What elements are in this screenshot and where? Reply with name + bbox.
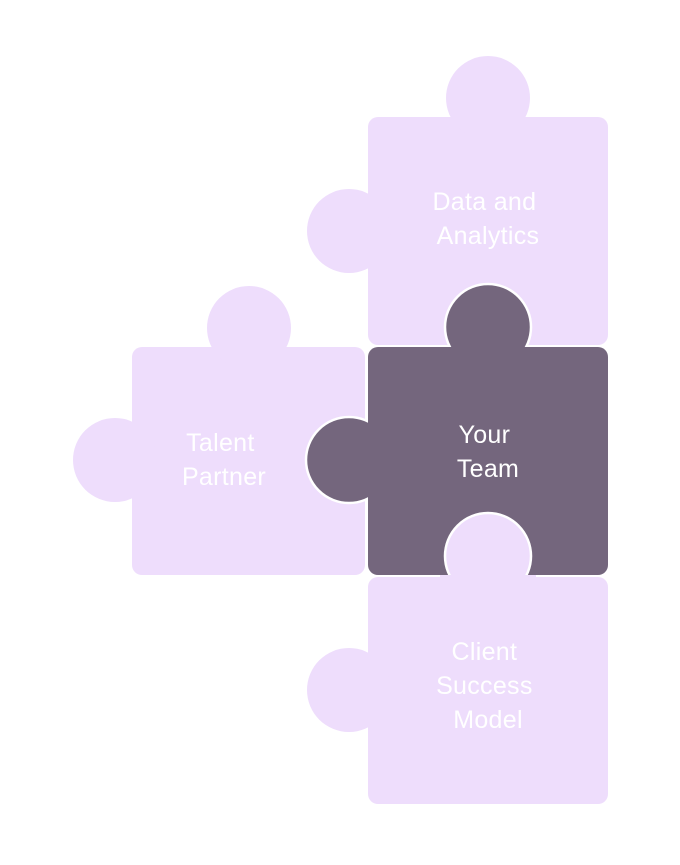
piece-tab-top (207, 286, 291, 370)
label-line-1: Talent (186, 429, 255, 457)
piece-tab-left (307, 648, 391, 732)
label-line-2: Analytics (437, 222, 540, 250)
piece-label-your-team: Your Team (457, 421, 519, 483)
piece-label-talent-partner: Talent Partner (182, 429, 266, 491)
piece-blank-bottom-cover (440, 575, 536, 603)
label-line-1: Your (459, 421, 511, 449)
piece-tab-top (446, 56, 530, 140)
piece-your-team: Your Team (304, 282, 608, 603)
piece-body (368, 577, 608, 804)
piece-body (368, 347, 608, 575)
label-line-3: Model (453, 706, 523, 734)
piece-talent-partner: Talent Partner (73, 286, 365, 575)
piece-body (132, 347, 365, 575)
piece-client-success-model: Client Success Model (307, 577, 608, 804)
piece-body (368, 117, 608, 345)
piece-label-data-and-analytics: Data and Analytics (432, 188, 543, 250)
label-line-2: Partner (182, 463, 266, 491)
label-line-2: Team (457, 455, 519, 483)
piece-label-client-success-model: Client Success Model (436, 638, 540, 734)
piece-data-and-analytics: Data and Analytics (307, 56, 608, 345)
label-line-1: Data and (432, 188, 536, 216)
piece-tab-left (73, 418, 157, 502)
label-line-2: Success (436, 672, 533, 700)
piece-tab-left (307, 189, 391, 273)
label-line-1: Client (452, 638, 518, 666)
